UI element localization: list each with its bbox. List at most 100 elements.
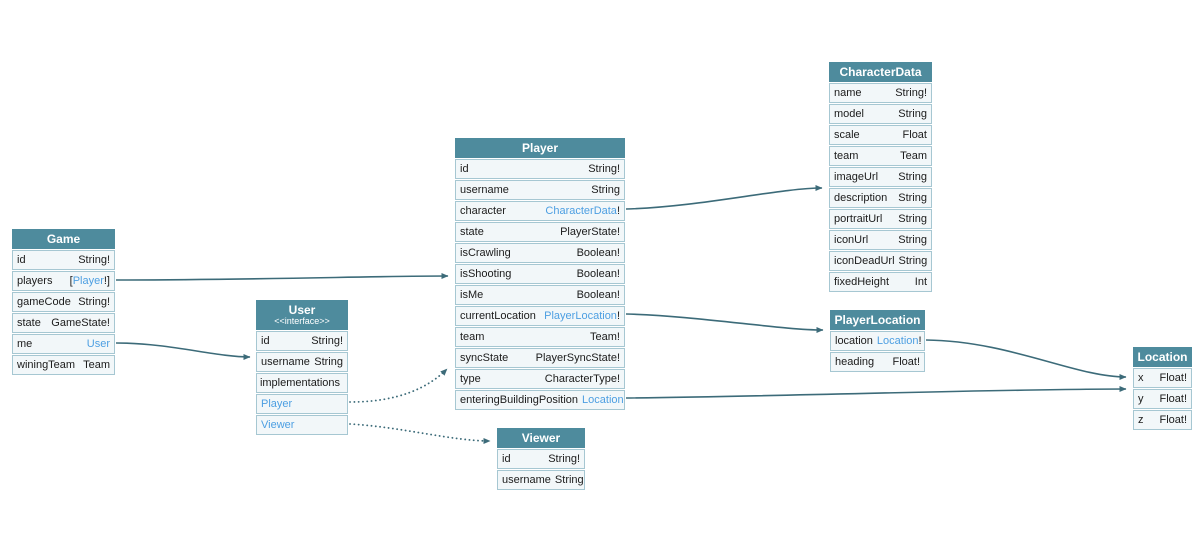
field-type: Float!	[1159, 390, 1187, 408]
field-type: PlayerState!	[560, 223, 620, 241]
field-row-game-gameCode[interactable]: gameCode String!	[12, 292, 115, 312]
table-title-user[interactable]: User<<interface>>	[256, 300, 348, 330]
type-text: String!	[588, 163, 620, 175]
type-link[interactable]: Location	[582, 394, 624, 406]
field-name: username	[502, 474, 551, 486]
relation-arrow-user-player-implementation	[349, 368, 448, 403]
field-row-user-id[interactable]: id String!	[256, 331, 348, 351]
table-title-viewer[interactable]: Viewer	[497, 428, 585, 448]
field-row-characterdata-iconUrl[interactable]: iconUrl String	[829, 230, 932, 250]
table-title-playerlocation[interactable]: PlayerLocation	[830, 310, 925, 330]
field-name-link[interactable]: Player	[261, 398, 293, 410]
table-title-characterdata[interactable]: CharacterData	[829, 62, 932, 82]
field-name: syncState	[460, 352, 509, 364]
table-title-text: Player	[521, 141, 559, 155]
relation-arrow-player-character	[625, 185, 823, 210]
field-name: iconDeadUrl	[834, 255, 895, 267]
type-link[interactable]: CharacterData	[545, 205, 617, 217]
field-type: Team!	[590, 328, 620, 346]
field-name: id	[460, 163, 469, 175]
field-type: String!	[548, 450, 580, 468]
type-text: String!	[78, 296, 110, 308]
table-title-player[interactable]: Player	[455, 138, 625, 158]
field-type: String	[314, 353, 343, 371]
field-name: id	[261, 335, 270, 347]
field-row-game-players[interactable]: players[Player!]	[12, 271, 115, 291]
relation-arrow-game-players	[115, 273, 449, 281]
relation-arrow-game-me	[115, 342, 251, 360]
type-text: !]	[103, 275, 110, 287]
type-text: String	[898, 255, 928, 267]
field-type: String!	[895, 84, 927, 102]
type-text: String	[898, 192, 927, 204]
field-row-user-Player[interactable]: Player	[256, 394, 348, 414]
field-type: GameState!	[51, 314, 110, 332]
field-type: Team	[900, 147, 927, 165]
field-type: CharacterData!	[545, 202, 620, 220]
table-title-location[interactable]: Location	[1133, 347, 1192, 367]
relation-arrow-user-viewer-implementation	[349, 423, 491, 444]
field-row-player-id[interactable]: id String!	[455, 159, 625, 179]
field-type: String	[898, 105, 927, 123]
table-title-game[interactable]: Game	[12, 229, 115, 249]
table-subtitle-text: <<interface>>	[274, 316, 330, 326]
field-type: PlayerLocation!	[544, 307, 620, 325]
type-link[interactable]: User	[86, 338, 110, 350]
type-text: String!	[311, 335, 343, 347]
field-name-link[interactable]: Viewer	[261, 419, 295, 431]
type-link[interactable]: PlayerLocation	[544, 310, 617, 322]
type-link[interactable]: Player	[72, 275, 104, 287]
field-name: gameCode	[17, 296, 71, 308]
field-name: type	[460, 373, 481, 385]
type-text: Boolean!	[576, 247, 620, 259]
field-name: location	[835, 335, 873, 347]
field-name: z	[1138, 414, 1144, 426]
type-text: GameState!	[51, 317, 110, 329]
field-row-user-Viewer[interactable]: Viewer	[256, 415, 348, 435]
type-text: String!	[895, 87, 927, 99]
field-type: String	[898, 231, 927, 249]
field-name: iconUrl	[834, 234, 869, 246]
field-row-user-implementations[interactable]: implementations	[256, 373, 348, 393]
field-name: winingTeam	[17, 359, 76, 371]
field-type: String!	[588, 160, 620, 178]
type-link[interactable]: Location	[876, 335, 919, 347]
field-name: isShooting	[460, 268, 512, 280]
